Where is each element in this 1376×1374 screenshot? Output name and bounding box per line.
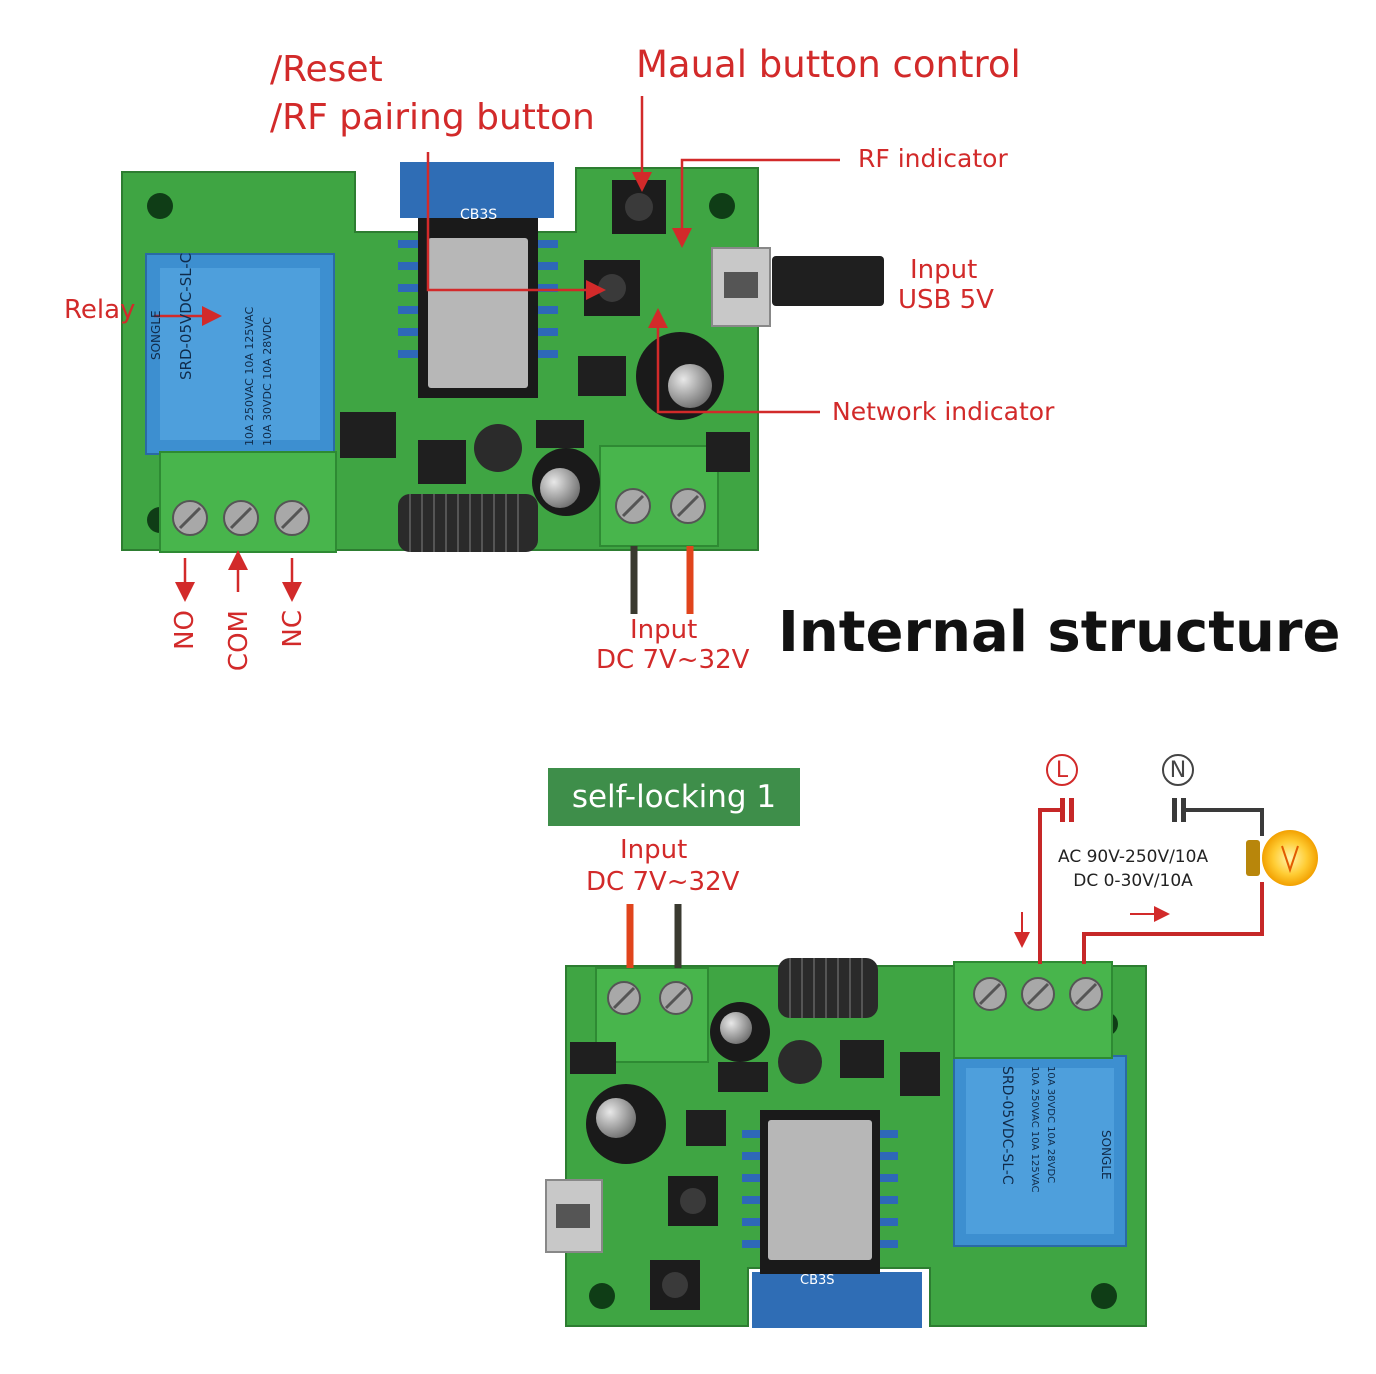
manual-button-label: Maual button control <box>636 43 1021 86</box>
spec-ac: AC 90V-250V/10A <box>1058 847 1209 867</box>
section-title: Internal structure <box>778 600 1341 665</box>
top-relay-brand-print: SONGLE <box>149 310 163 360</box>
usb-input-label-line1: Input <box>910 255 978 285</box>
dc-input-top-line1: Input <box>630 615 698 645</box>
bottom-module-print: CB3S <box>800 1273 835 1288</box>
network-indicator-label: Network indicator <box>832 397 1055 426</box>
load-spec: AC 90V-250V/10A DC 0-30V/10A <box>1058 846 1208 894</box>
reset-label-line2: /RF pairing button <box>270 97 595 138</box>
spec-dc: DC 0-30V/10A <box>1073 870 1193 891</box>
mode-badge: self-locking 1 <box>548 768 800 826</box>
rf-indicator-label: RF indicator <box>858 144 1008 173</box>
terminal-no-label: NO <box>170 610 200 650</box>
terminal-nc-label: NC <box>278 610 308 648</box>
top-pcb-board <box>121 162 771 553</box>
callout-lines <box>154 96 840 602</box>
bottom-relay-brand-print: SONGLE <box>1099 1130 1113 1180</box>
live-terminal-plate <box>1060 798 1074 822</box>
top-relay-rating-print-2: 10A 30VDC 10A 28VDC <box>261 317 274 446</box>
load-wiring <box>1038 808 1264 964</box>
dc-input-bottom-line1: Input <box>620 835 688 865</box>
neutral-symbol-icon: N <box>1162 754 1194 786</box>
lamp-icon <box>1246 830 1318 886</box>
top-relay-model-print: SRD-05VDC-SL-C <box>177 252 195 380</box>
usb-input-label-line2: USB 5V <box>898 285 994 315</box>
dc-input-bottom-line2: DC 7V~32V <box>586 867 740 897</box>
top-module-print: CB3S <box>460 207 498 223</box>
usb-cable <box>772 256 884 306</box>
bottom-pcb-board <box>545 958 1147 1328</box>
bottom-relay-rating-print-2: 10A 30VDC 10A 28VDC <box>1045 1066 1056 1184</box>
neutral-terminal-plate <box>1172 798 1186 822</box>
relay-label: Relay <box>64 295 136 325</box>
live-symbol-icon: L <box>1046 754 1078 786</box>
bottom-relay-model-print: SRD-05VDC-SL-C <box>999 1066 1015 1185</box>
dc-input-top-line2: DC 7V~32V <box>596 645 750 675</box>
reset-label-line1: /Reset <box>270 49 383 90</box>
bottom-relay-rating-print-1: 10A 250VAC 10A 125VAC <box>1029 1066 1040 1193</box>
terminal-com-label: COM <box>224 610 254 672</box>
top-relay-rating-print-1: 10A 250VAC 10A 125VAC <box>243 306 256 446</box>
